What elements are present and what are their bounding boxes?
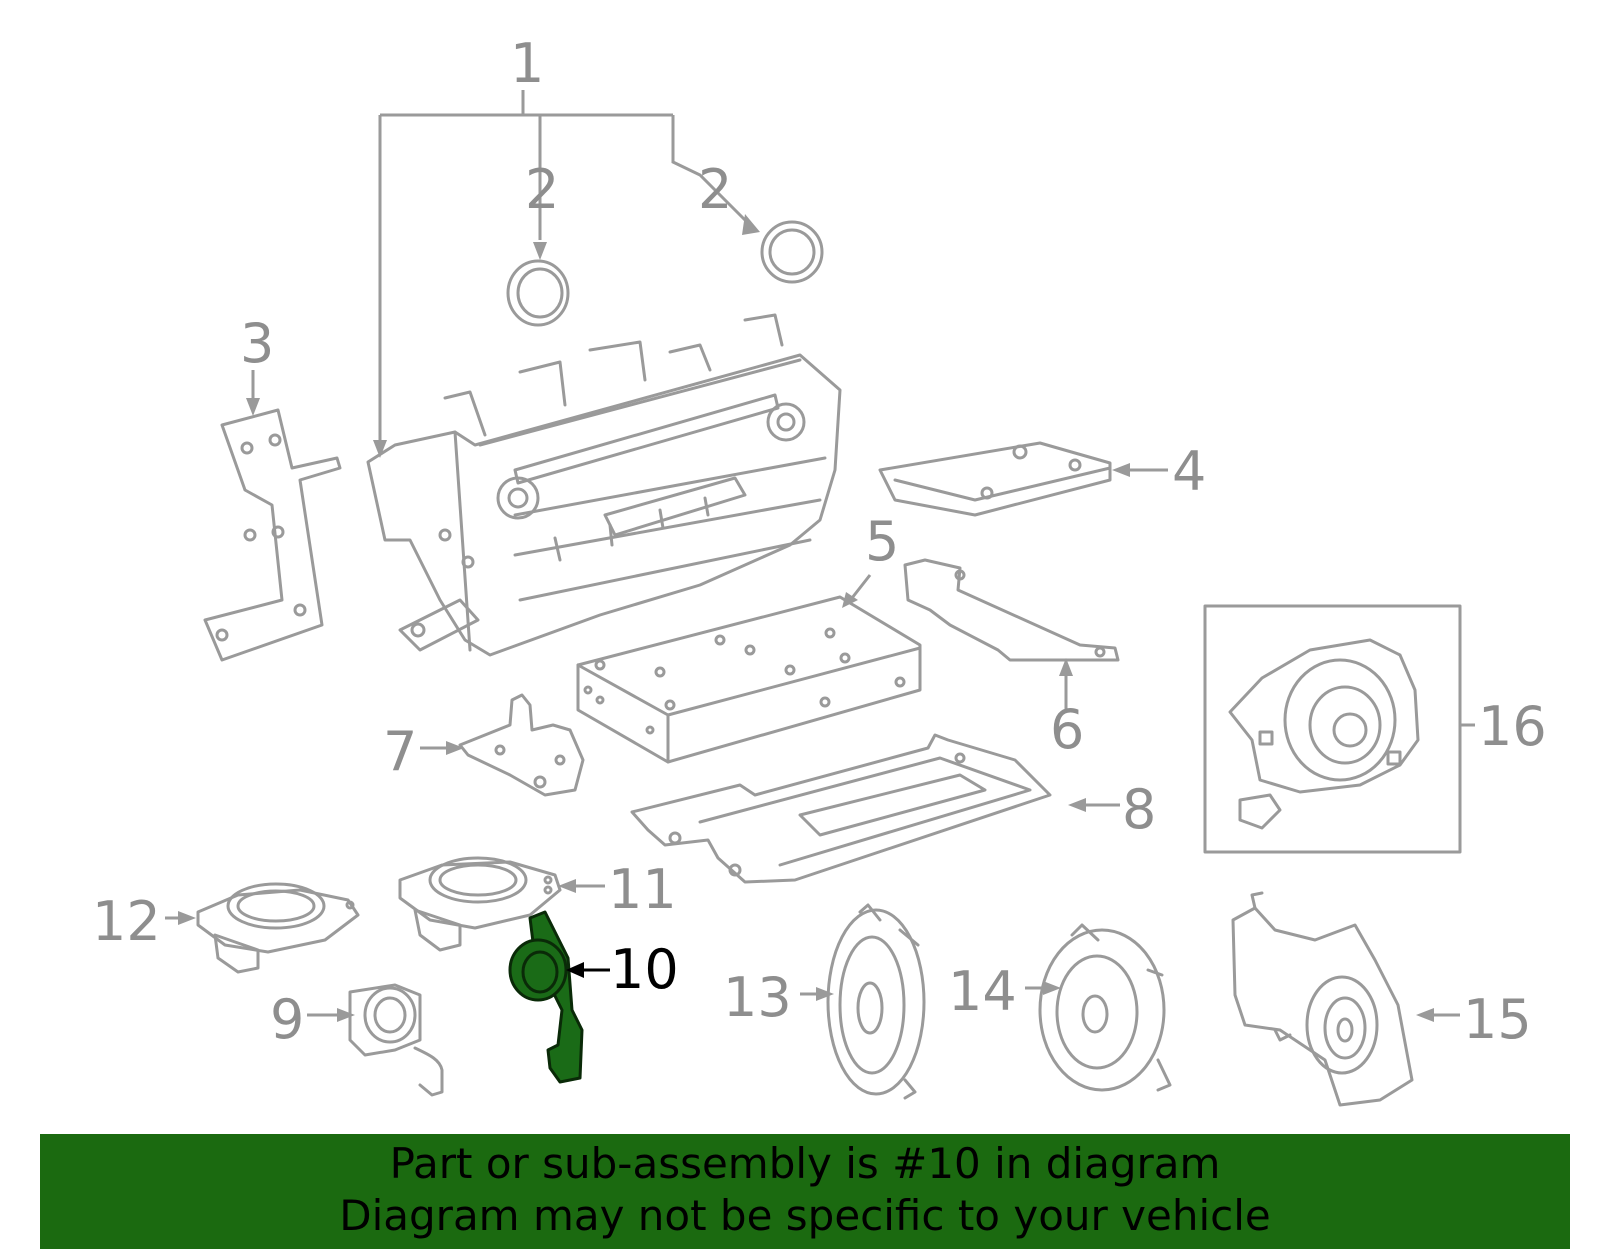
leader-3 [246,370,260,416]
callout-14: 14 [948,960,1017,1023]
leader-4 [1112,463,1168,477]
speaker-assembly-part-15 [1231,891,1414,1107]
leader-9 [307,1008,355,1022]
leader-7 [420,741,464,755]
speaker-part-12 [196,882,360,974]
dial-part-16 [1228,638,1420,830]
callout-3: 3 [240,312,274,375]
speaker-part-14 [1038,923,1172,1092]
speaker-part-11 [398,856,562,952]
callout-13: 13 [723,966,792,1029]
leader-11 [558,879,605,893]
callout-4: 4 [1172,440,1206,503]
callout-7: 7 [383,720,417,783]
callout-11: 11 [608,858,677,921]
radio-control-panel-part-1 [366,313,842,657]
leader-13 [800,987,834,1001]
callout-1: 1 [510,32,544,95]
plate-part-4 [878,441,1112,517]
info-banner: Part or sub-assembly is #10 in diagram D… [40,1134,1570,1249]
leader-1 [373,90,760,458]
leader-6 [1059,658,1073,710]
bracket-part-6 [903,558,1120,662]
callout-10: 10 [610,938,679,1001]
knob-part-2b [760,220,824,284]
callout-15: 15 [1463,988,1532,1051]
callout-5: 5 [865,510,899,573]
callout-9: 9 [270,988,304,1051]
leader-10 [566,962,610,978]
knob-part-2a [506,259,570,327]
highlighted-part-10[interactable] [508,910,584,1084]
leader-8 [1068,798,1120,812]
banner-line-2: Diagram may not be specific to your vehi… [339,1191,1271,1240]
banner-line-1: Part or sub-assembly is #10 in diagram [389,1139,1221,1188]
speaker-part-13 [826,903,926,1100]
leader-15 [1416,1008,1460,1022]
callout-2b: 2 [698,158,732,221]
tweeter-part-9 [348,983,444,1097]
leader-12 [165,911,196,925]
leader-14 [1025,981,1061,995]
callout-6: 6 [1050,698,1084,761]
callout-16: 16 [1478,695,1547,758]
bracket-part-7 [458,693,585,797]
leader-5 [842,574,872,608]
inset-box-part-16 [1203,604,1462,854]
callout-2a: 2 [525,158,559,221]
callout-12: 12 [92,890,161,953]
amplifier-part-5 [576,595,922,764]
bracket-part-3 [203,408,342,662]
tray-part-8 [630,733,1052,884]
callout-8: 8 [1122,778,1156,841]
